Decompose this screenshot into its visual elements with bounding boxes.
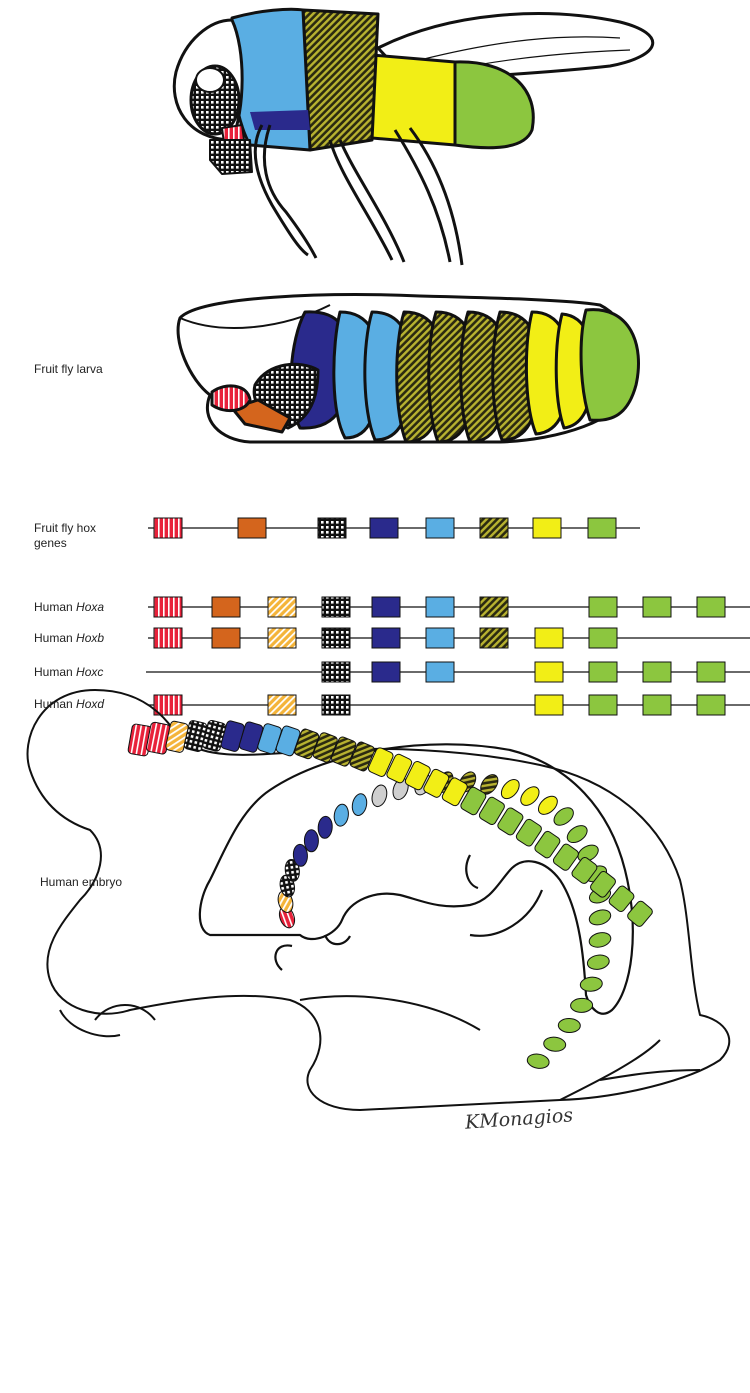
gene-box-green (643, 662, 671, 682)
gene-box-orange (212, 628, 240, 648)
gene-box-lightblue (426, 597, 454, 617)
label-human-hoxd: Human Hoxd (34, 697, 104, 712)
gene-box-black-grid (318, 518, 346, 538)
gene-box-orange-hatch (268, 597, 296, 617)
gene-box-lightblue (426, 518, 454, 538)
somite-green (543, 1036, 566, 1052)
gene-box-green (589, 662, 617, 682)
label-gene-name: Hoxd (76, 697, 104, 711)
gene-box-olive-hatch (480, 597, 508, 617)
label-gene-name: Hoxc (76, 665, 103, 679)
gene-box-black-grid (322, 597, 350, 617)
fly-thorax-hatch (303, 10, 378, 150)
label-human-hoxa: Human Hoxa (34, 600, 104, 615)
label-human-prefix: Human (34, 631, 73, 645)
label-human-hoxc: Human Hoxc (34, 665, 103, 680)
label-fruit-fly-larva: Fruit fly larva (34, 362, 103, 377)
label-human-prefix: Human (34, 600, 73, 614)
human-hox-gene-rows (146, 597, 750, 715)
gene-box-green (588, 518, 616, 538)
somite-green (570, 998, 592, 1013)
larva-head-red (212, 386, 250, 411)
gene-box-orange (212, 597, 240, 617)
gene-box-navy (372, 597, 400, 617)
gene-box-red (154, 597, 182, 617)
gene-box-yellow (535, 695, 563, 715)
label-gene-name: Hoxa (76, 600, 104, 614)
fly-mouth-grid (210, 140, 252, 174)
gene-box-orange (238, 518, 266, 538)
gene-box-green (643, 695, 671, 715)
label-human-prefix: Human (34, 665, 73, 679)
gene-box-navy (372, 662, 400, 682)
gene-box-black-grid (322, 695, 350, 715)
gene-row-hoxa (148, 597, 750, 617)
larva-hatched-segments (397, 312, 539, 442)
gene-box-olive-hatch (480, 518, 508, 538)
gene-box-red (154, 628, 182, 648)
label-fruit-fly-hox-genes: Fruit fly hox genes (34, 521, 124, 551)
gene-box-green (697, 597, 725, 617)
gene-box-navy (372, 628, 400, 648)
gene-box-black-grid (322, 628, 350, 648)
gene-box-green (589, 695, 617, 715)
label-human-prefix: Human (34, 697, 73, 711)
somite-green (526, 1052, 550, 1070)
gene-box-orange-hatch (268, 695, 296, 715)
gene-box-green (697, 695, 725, 715)
label-gene-name: Hoxb (76, 631, 104, 645)
gene-row-hoxc (146, 662, 750, 682)
gene-row-hoxd (148, 695, 750, 715)
label-human-hoxb: Human Hoxb (34, 631, 104, 646)
larva-illustration (178, 295, 638, 442)
label-human-embryo: Human embryo (40, 875, 122, 890)
gene-box-green (589, 597, 617, 617)
fly-hox-gene-row (148, 518, 640, 538)
fly-thorax-navy (250, 110, 310, 130)
gene-box-navy (370, 518, 398, 538)
gene-box-olive-hatch (480, 628, 508, 648)
gene-box-orange-hatch (268, 628, 296, 648)
gene-box-lightblue (426, 628, 454, 648)
gene-box-yellow (533, 518, 561, 538)
gene-row-hoxb (148, 628, 750, 648)
gene-box-red (154, 518, 182, 538)
gene-box-green (697, 662, 725, 682)
gene-box-lightblue (426, 662, 454, 682)
gene-box-black-grid (322, 662, 350, 682)
somite-green (558, 1018, 580, 1033)
gene-box-green (643, 597, 671, 617)
gene-box-yellow (535, 628, 563, 648)
adult-fly-illustration (174, 9, 652, 265)
larva-segment-green (581, 310, 638, 421)
gene-box-green (589, 628, 617, 648)
somite-navy (304, 830, 318, 852)
gene-box-yellow (535, 662, 563, 682)
